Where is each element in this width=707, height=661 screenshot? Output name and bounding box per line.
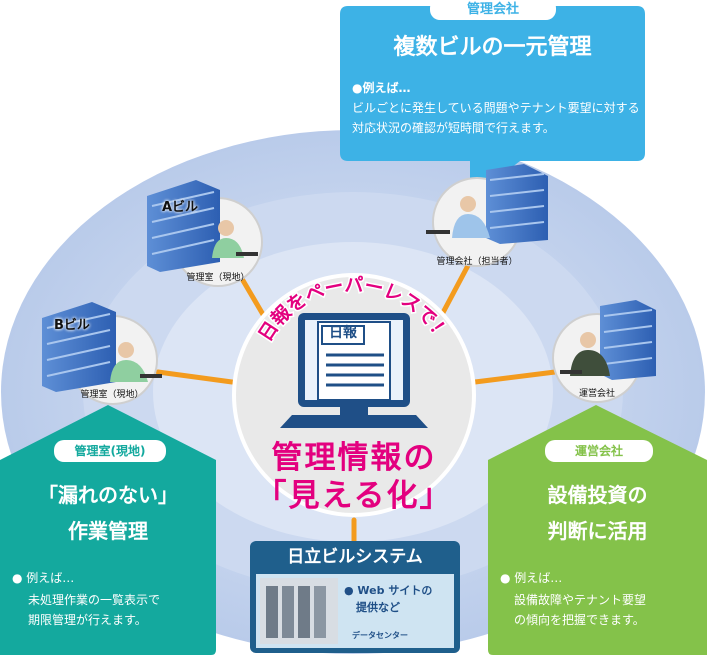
connector-b [155, 369, 235, 385]
person-operator-icon [560, 332, 610, 376]
operator-label: 運営会社 [578, 389, 615, 399]
bottom-box-bullet-line2: 提供など [356, 601, 400, 614]
building-b-label: Bビル [54, 318, 90, 333]
right-box-example-label: ● 例えば… [500, 571, 563, 585]
top-box-desc-line1: ビルごとに発生している問題やテナント要望に対する [352, 101, 640, 115]
bottom-box-caption: データセンター [352, 631, 408, 640]
top-box-desc-line2: 対応状況の確認が短時間で行えます。 [352, 121, 555, 135]
room-a-label: 管理室（現地） [186, 273, 250, 283]
left-box-shape [0, 405, 216, 655]
right-box-title-line1: 設備投資の [547, 483, 648, 507]
mgmt-person-label: 管理会社（担当者） [436, 257, 518, 267]
left-box-title-line1: 「漏れのない」 [38, 483, 178, 507]
person-a-icon [212, 220, 258, 258]
connector-mgmt [435, 255, 475, 325]
top-box-shape [340, 6, 645, 200]
left-box-desc-line2: 期限管理が行えます。 [28, 613, 147, 627]
top-box-example-label: ●例えば… [352, 81, 411, 95]
left-box-title-line2: 作業管理 [68, 519, 148, 543]
left-box-tab-bg [54, 440, 166, 462]
room-b-label: 管理室（現地） [80, 390, 144, 400]
bottom-box-bullet-line1: ● Web サイトの [344, 584, 433, 597]
building-a-icon [147, 180, 220, 272]
datacenter-image [260, 578, 338, 644]
top-box-title: 複数ビルの一元管理 [393, 35, 592, 60]
top-box-tab: 管理会社 [466, 2, 519, 17]
right-box-tab: 運営会社 [574, 444, 623, 458]
person-b-icon [110, 342, 162, 382]
building-b-icon [42, 302, 116, 392]
right-box-tab-bg [545, 440, 653, 462]
right-box-title-line2: 判断に活用 [547, 519, 648, 543]
right-box-desc-line2: の傾向を把握できます。 [514, 613, 645, 627]
left-box-example-label: ● 例えば… [12, 571, 75, 585]
headline-line1: 管理情報の [271, 440, 437, 476]
building-operator-icon [600, 300, 656, 380]
bottom-box-title: 日立ビルシステム [287, 547, 423, 567]
building-mgmt-icon [486, 164, 548, 244]
right-box-shape [488, 405, 707, 655]
computer-icon [280, 313, 428, 428]
right-box-desc-line1: 設備故障やテナント要望 [514, 593, 647, 607]
left-box-tab: 管理室(現地) [74, 444, 146, 458]
person-mgmt-icon [426, 196, 490, 238]
building-a-label: Aビル [162, 200, 199, 215]
monitor-label: 日報 [329, 325, 357, 341]
headline-line2: 「見える化」 [255, 478, 453, 514]
top-box-tab-bg [430, 0, 556, 20]
left-box-desc-line1: 未処理作業の一覧表示で [28, 593, 161, 607]
connector-operator [472, 369, 558, 385]
